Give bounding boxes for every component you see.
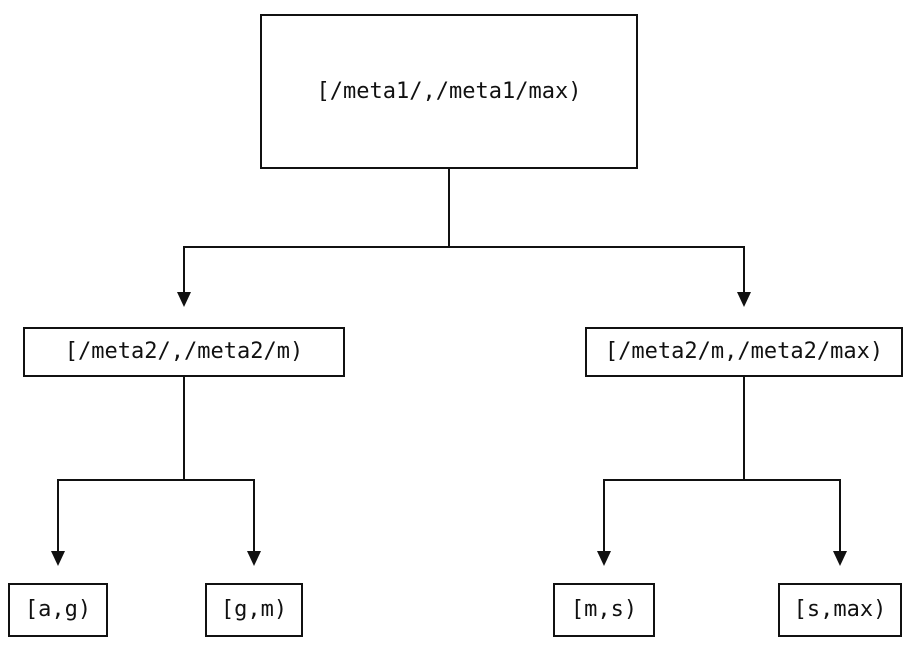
node-leaf-gm: [g,m) <box>205 583 303 637</box>
node-meta2-high-range: [/meta2/m,/meta2/max) <box>585 327 903 377</box>
node-leaf-ms-label: [m,s) <box>570 597 638 622</box>
arrowhead-to-meta2-high <box>737 292 751 307</box>
node-leaf-ms: [m,s) <box>553 583 655 637</box>
node-leaf-smax: [s,max) <box>778 583 902 637</box>
node-leaf-gm-label: [g,m) <box>220 597 288 622</box>
arrowhead-to-leaf-ag <box>51 551 65 566</box>
node-meta2-low-range: [/meta2/,/meta2/m) <box>23 327 345 377</box>
edge-meta2-low-crossbar <box>57 479 255 552</box>
edge-root-crossbar <box>183 246 745 293</box>
node-leaf-smax-label: [s,max) <box>793 597 887 622</box>
arrowhead-to-leaf-ms <box>597 551 611 566</box>
node-meta2-low-label: [/meta2/,/meta2/m) <box>64 339 304 364</box>
arrowhead-to-leaf-gm <box>247 551 261 566</box>
node-root-label: [/meta1/,/meta1/max) <box>316 78 582 104</box>
node-leaf-ag-label: [a,g) <box>24 597 92 622</box>
arrowhead-to-meta2-low <box>177 292 191 307</box>
arrowhead-to-leaf-smax <box>833 551 847 566</box>
node-root-meta1-range: [/meta1/,/meta1/max) <box>260 14 638 169</box>
edge-meta2-high-crossbar <box>603 479 841 552</box>
node-leaf-ag: [a,g) <box>8 583 108 637</box>
node-meta2-high-label: [/meta2/m,/meta2/max) <box>604 339 884 364</box>
